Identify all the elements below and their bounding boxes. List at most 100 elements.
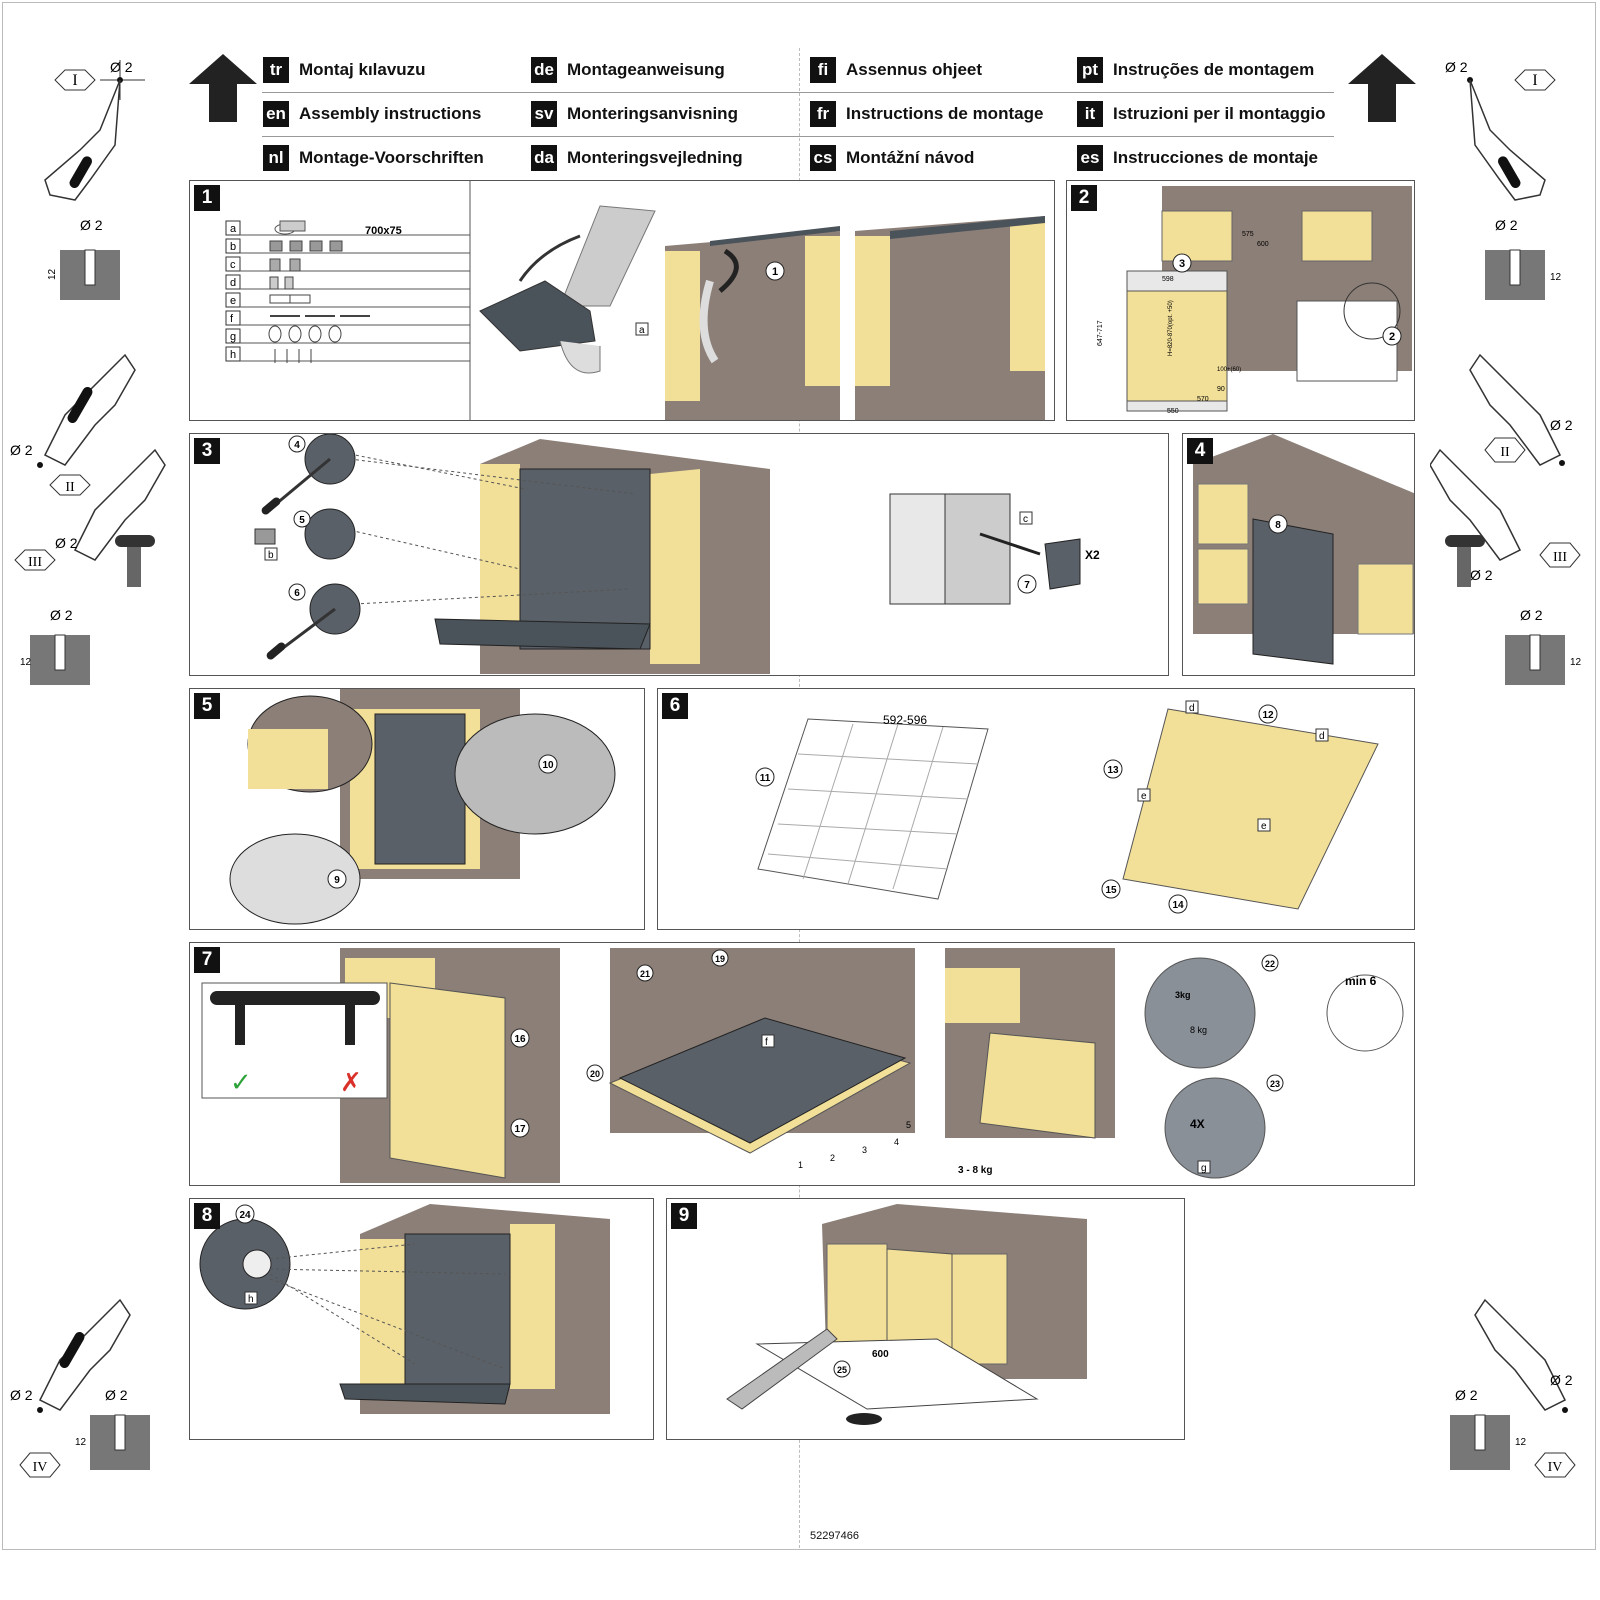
step-5-illustration: 10 9: [229, 689, 616, 925]
step-8-illustration: 24 h: [199, 1204, 610, 1414]
step-4-illustration: 8: [1193, 434, 1414, 665]
part-label-box: [225, 256, 241, 272]
svg-text:700x75: 700x75: [365, 225, 402, 237]
hole-depth-icon: Ø 2 12: [20, 607, 90, 685]
part-label: f: [230, 313, 234, 325]
cabinet-opening-done: [855, 216, 1045, 420]
svg-text:II: II: [1500, 445, 1510, 460]
hole-depth-icon: Ø 2 12: [47, 217, 120, 300]
step-7-panel: ✓ ✗ 16 17 19 20 21 f 1 2 3 4 5 3 - 8 kg …: [189, 942, 1415, 1186]
svg-text:Ø 2: Ø 2: [1470, 567, 1493, 583]
part-label: h: [230, 349, 236, 361]
svg-text:12: 12: [1262, 710, 1274, 721]
step-2-panel: 3 2 598 575 600 647-717 H=820-870(opt. +…: [1066, 180, 1415, 421]
svg-text:25: 25: [837, 1365, 847, 1375]
svg-text:2: 2: [1389, 331, 1395, 343]
svg-text:10: 10: [542, 760, 554, 771]
svg-text:11: 11: [760, 773, 771, 784]
svg-text:e: e: [1141, 791, 1147, 802]
svg-text:min 6: min 6: [1345, 974, 1377, 988]
step-number: 5: [194, 693, 220, 719]
svg-text:I: I: [1532, 72, 1537, 89]
svg-text:12: 12: [47, 268, 58, 280]
svg-text:13: 13: [1107, 765, 1119, 776]
drill-icon: Ø 2 IV: [1474, 1298, 1576, 1478]
step-3-illustration: b 4 5 6 c X2 7: [254, 434, 1100, 674]
svg-text:Ø 2: Ø 2: [10, 442, 33, 458]
drill-icon: III Ø 2: [1430, 448, 1581, 587]
step-number: 8: [194, 1203, 220, 1229]
svg-text:12: 12: [1550, 272, 1562, 283]
svg-text:✓: ✓: [230, 1068, 252, 1098]
drill-icon: Ø 2 II: [10, 353, 136, 496]
step-number: 7: [194, 947, 220, 973]
svg-text:24: 24: [239, 1210, 251, 1221]
part-label-box: [225, 274, 241, 290]
drill-icon: I Ø 2: [44, 59, 145, 201]
protective-strip: a: [479, 205, 656, 374]
svg-text:1: 1: [772, 266, 778, 278]
svg-text:600: 600: [872, 1349, 889, 1360]
svg-text:3 - 8 kg: 3 - 8 kg: [958, 1165, 992, 1176]
svg-text:h: h: [248, 1294, 254, 1305]
svg-text:Ø 2: Ø 2: [1550, 417, 1573, 433]
step-8-panel: 24 h 8: [189, 1198, 654, 1440]
hole-depth-icon: Ø 2 12: [1505, 607, 1582, 685]
svg-text:23: 23: [1270, 1079, 1280, 1089]
svg-text:8 kg: 8 kg: [1190, 1025, 1207, 1035]
step-number: 6: [662, 693, 688, 719]
svg-text:✗: ✗: [340, 1068, 362, 1098]
step-4-panel: 8 4: [1182, 433, 1415, 676]
svg-text:d: d: [1189, 703, 1195, 714]
svg-text:Ø 2: Ø 2: [1495, 217, 1518, 233]
svg-text:9: 9: [334, 875, 340, 886]
svg-text:14: 14: [1172, 900, 1184, 911]
step-number: 1: [194, 185, 220, 211]
drill-icon: Ø 2 IV: [10, 1298, 131, 1478]
svg-text:5: 5: [299, 515, 305, 526]
svg-text:598: 598: [1162, 276, 1174, 283]
svg-text:Ø 2: Ø 2: [1520, 607, 1543, 623]
up-arrow-icon: [1348, 54, 1416, 122]
step-3-panel: b 4 5 6 c X2 7 3: [189, 433, 1169, 676]
part-label-box: [225, 220, 241, 236]
svg-text:3: 3: [862, 1145, 867, 1155]
drill-icon: III Ø 2: [14, 448, 166, 587]
svg-text:Ø 2: Ø 2: [80, 217, 103, 233]
svg-text:3kg: 3kg: [1175, 990, 1191, 1000]
cabinet-opening: 1: [665, 226, 840, 420]
part-label: g: [230, 331, 236, 343]
svg-text:2: 2: [830, 1153, 835, 1163]
svg-text:d: d: [1319, 731, 1325, 742]
step-9-illustration: 25 600: [726, 1204, 1087, 1425]
svg-text:X2: X2: [1085, 548, 1100, 562]
svg-text:a: a: [639, 325, 645, 336]
part-label: d: [230, 277, 236, 289]
svg-text:570: 570: [1197, 396, 1209, 403]
svg-text:12: 12: [1515, 1437, 1527, 1448]
part-label-box: [225, 292, 241, 308]
step-number: 4: [1187, 438, 1213, 464]
svg-text:19: 19: [715, 954, 725, 964]
svg-text:IV: IV: [1548, 1460, 1563, 1475]
svg-text:c: c: [1023, 514, 1028, 525]
svg-text:IV: IV: [33, 1460, 48, 1475]
part-label: c: [230, 259, 236, 271]
svg-text:8: 8: [1275, 520, 1281, 531]
step-5-panel: 10 9 5: [189, 688, 645, 930]
svg-text:II: II: [65, 480, 75, 495]
divider: [262, 136, 1334, 137]
svg-text:III: III: [28, 555, 42, 570]
part-label: b: [230, 241, 236, 253]
up-arrow-icon: [189, 54, 257, 122]
svg-text:Ø 2: Ø 2: [1550, 1372, 1573, 1388]
svg-text:III: III: [1553, 550, 1567, 565]
